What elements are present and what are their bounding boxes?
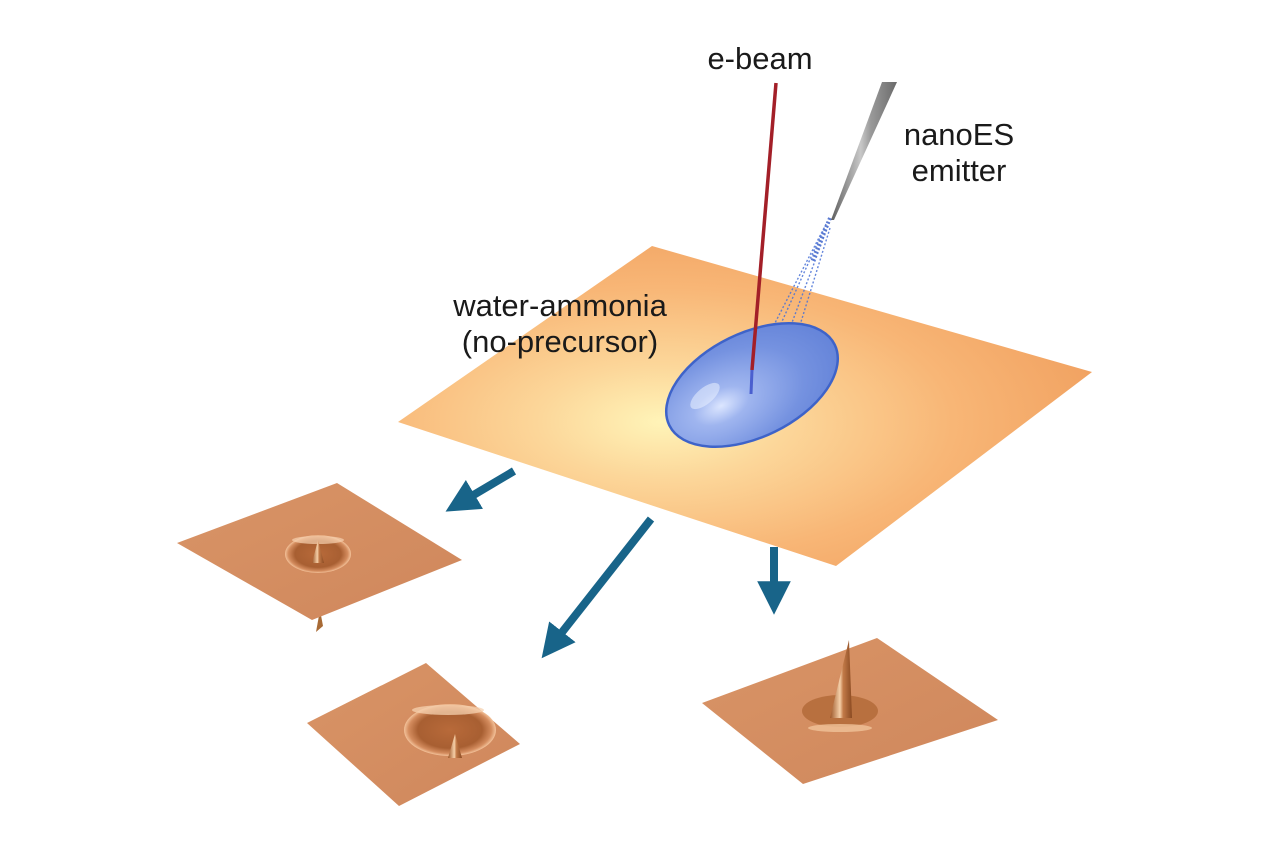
substrate-label-line1: water-ammonia	[453, 288, 667, 323]
result-plate-right	[702, 638, 998, 784]
arrow-to-left	[445, 467, 517, 512]
substrate-label: water-ammonia (no-precursor)	[420, 288, 700, 360]
nanoes-emitter-label-line2: emitter	[911, 153, 1007, 188]
nanoes-emitter-label: nanoES emitter	[884, 117, 1034, 189]
e-beam-line	[749, 82, 778, 395]
spray-plume	[759, 217, 832, 353]
result-plate-left	[177, 483, 462, 632]
substrate-label-line2: (no-precursor)	[461, 324, 659, 359]
result-plate-bottom	[307, 663, 520, 806]
arrow-to-bottom	[541, 516, 655, 659]
nanoes-emitter-label-line1: nanoES	[903, 117, 1015, 152]
e-beam-label: e-beam	[707, 41, 813, 76]
nanoes-emitter	[831, 82, 897, 220]
